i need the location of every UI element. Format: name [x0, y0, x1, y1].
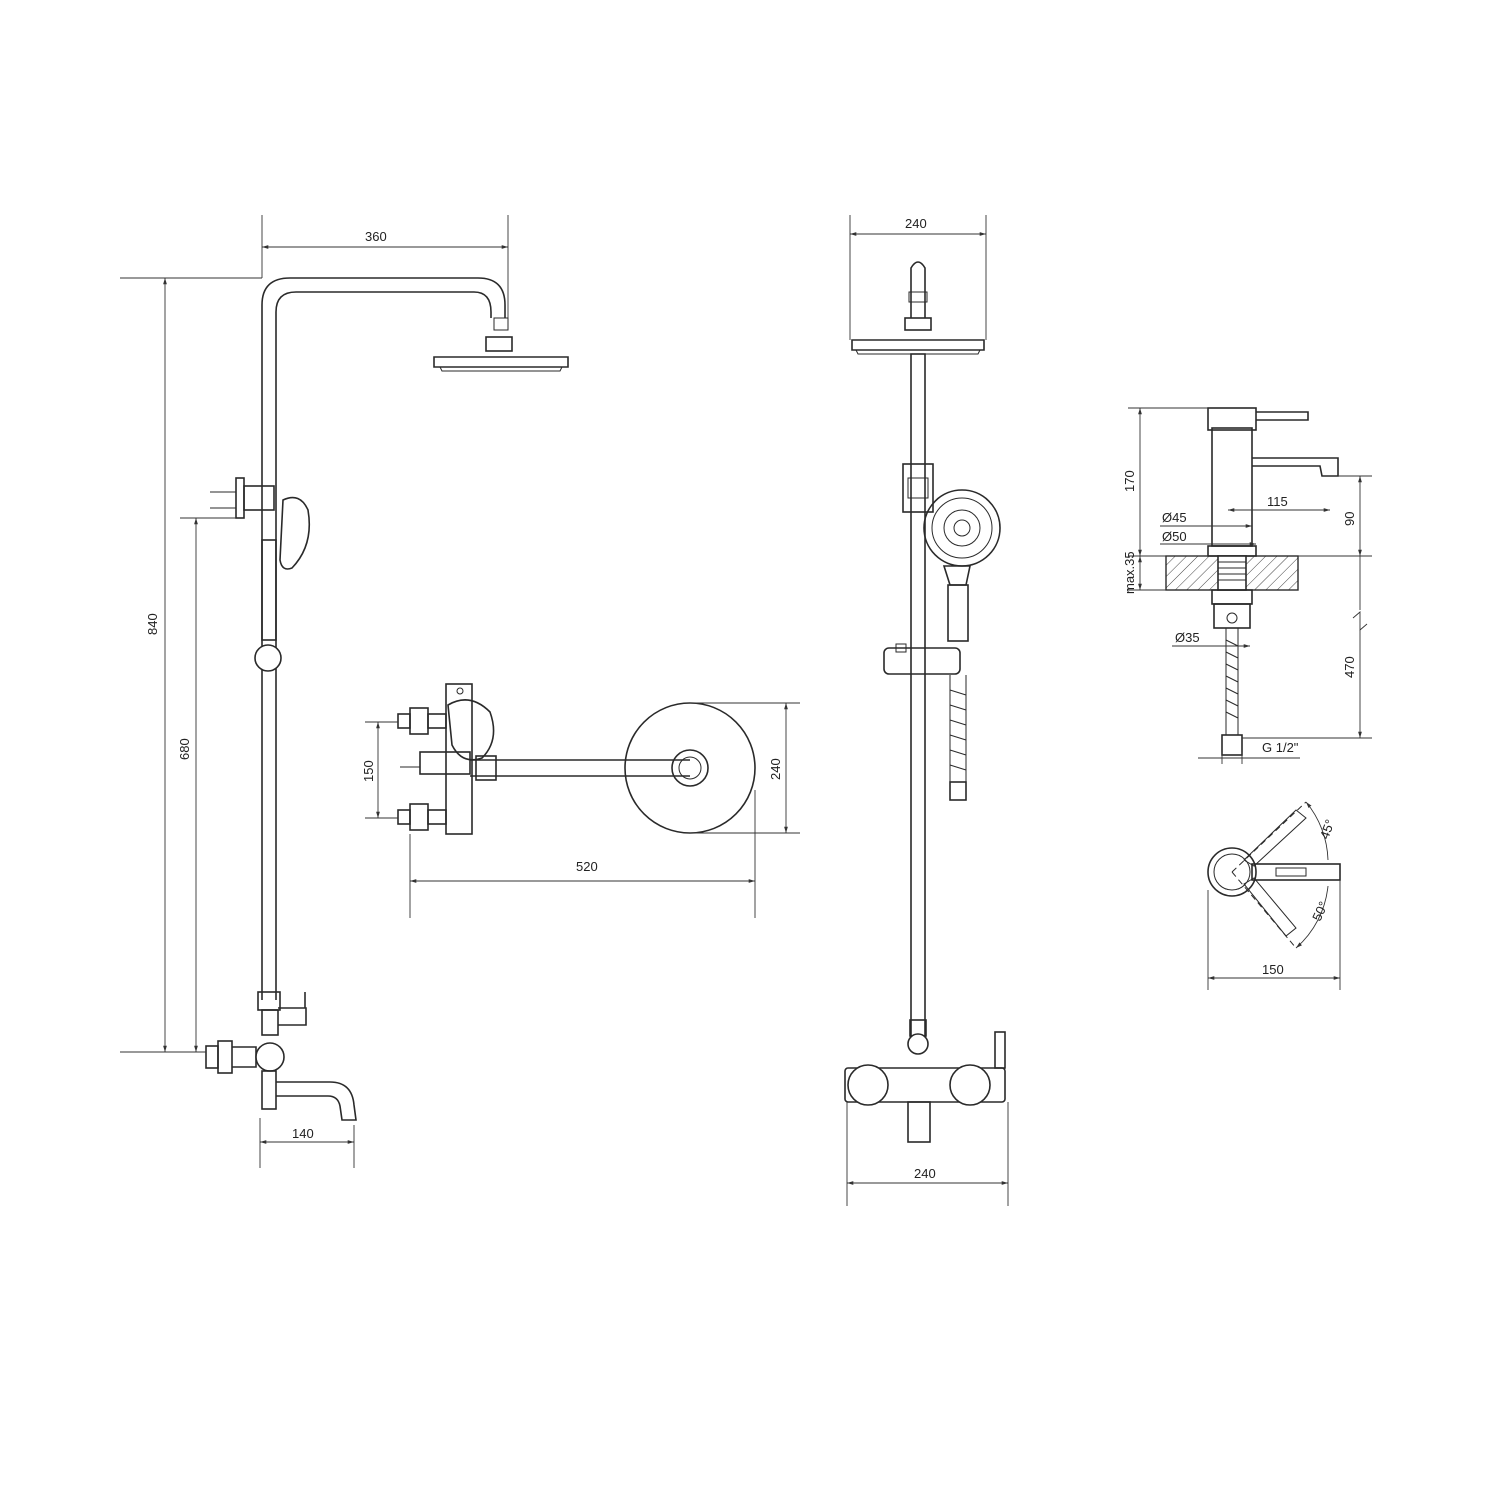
- angle-45: 45°: [1317, 817, 1338, 841]
- angle-50: 50°: [1309, 899, 1331, 923]
- dim-470: 470: [1342, 656, 1357, 678]
- dim-max35: max.35: [1122, 551, 1137, 594]
- dim-520: 520: [576, 859, 598, 874]
- side-view: 360 840 680 140: [120, 215, 569, 1168]
- dim-d50: Ø50: [1162, 529, 1187, 544]
- front-view: 240 240: [844, 215, 1009, 1206]
- dim-d35: Ø35: [1175, 630, 1200, 645]
- faucet-top-view: 45° 50° 150: [1207, 801, 1341, 990]
- dim-840: 840: [145, 613, 160, 635]
- dim-150-side: 150: [361, 760, 376, 782]
- top-view: 150 240 520: [361, 683, 800, 918]
- dim-240-top: 240: [768, 758, 783, 780]
- dim-170: 170: [1122, 470, 1137, 492]
- dim-360: 360: [365, 229, 387, 244]
- dim-240-front-bottom: 240: [914, 1166, 936, 1181]
- dim-240-front-top: 240: [905, 216, 927, 231]
- dim-150-faucet: 150: [1262, 962, 1284, 977]
- dim-g12: G 1/2": [1262, 740, 1299, 755]
- dim-90: 90: [1342, 512, 1357, 526]
- dim-115: 115: [1267, 494, 1288, 509]
- dim-140: 140: [292, 1126, 314, 1141]
- dim-680: 680: [177, 738, 192, 760]
- faucet-side-view: 170 115 90 Ø45 Ø50 max.35 Ø35 470 G 1/2": [1122, 407, 1372, 764]
- dim-d45: Ø45: [1162, 510, 1187, 525]
